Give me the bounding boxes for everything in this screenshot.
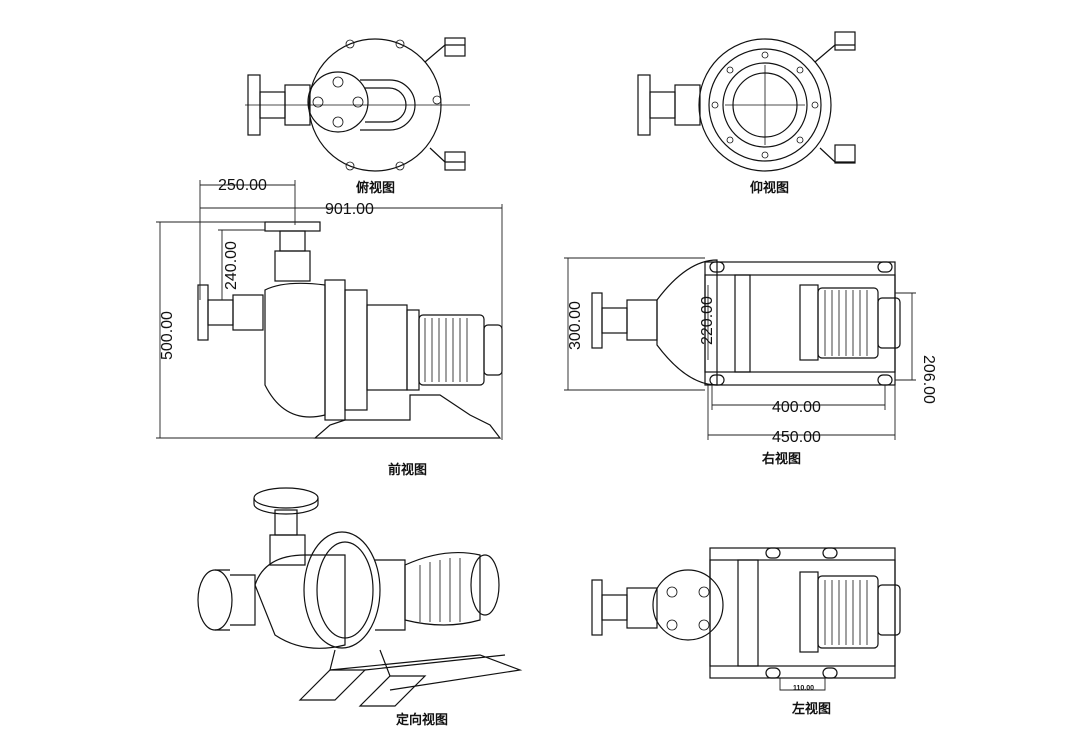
- dim-901: 901.00: [325, 201, 374, 218]
- right-dimensions: [564, 257, 916, 440]
- iso-view-label: 定向视图: [395, 712, 448, 728]
- left-view-label: 左视图: [792, 701, 831, 717]
- bottom-view: [637, 31, 856, 172]
- dim-206: 206.00: [920, 355, 937, 404]
- right-view-label: 右视图: [761, 451, 801, 467]
- bottom-view-label: 仰视图: [750, 180, 789, 196]
- dim-250: 250.00: [218, 177, 267, 194]
- dim-220: 220.00: [699, 296, 716, 345]
- dim-450: 450.00: [772, 429, 821, 446]
- right-view: [591, 259, 901, 386]
- dim-500: 500.00: [159, 311, 176, 360]
- top-view-label: 俯视图: [356, 180, 395, 196]
- dim-110: 110.00: [793, 685, 814, 692]
- dim-240: 240.00: [223, 241, 240, 290]
- front-view-label: 前视图: [388, 462, 427, 478]
- dim-300: 300.00: [567, 301, 584, 350]
- top-view: [245, 37, 470, 172]
- front-view: [197, 221, 503, 439]
- front-dimensions: [156, 180, 503, 440]
- isometric-view: [197, 487, 523, 707]
- left-view: [591, 547, 901, 691]
- dim-400: 400.00: [772, 399, 821, 416]
